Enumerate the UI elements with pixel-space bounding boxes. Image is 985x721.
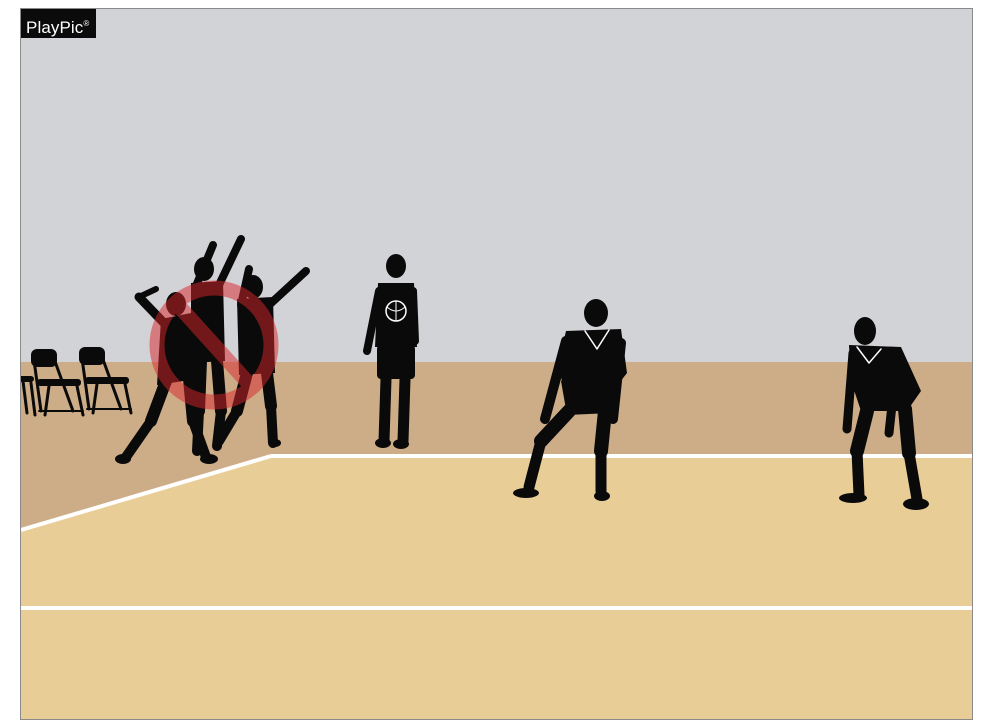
illustration-frame: PlayPic® (20, 8, 973, 720)
playpic-badge: PlayPic® (21, 9, 96, 38)
court-floor (21, 456, 973, 720)
court-scene (21, 9, 973, 720)
registered-mark: ® (83, 19, 89, 28)
badge-brand: PlayPic (26, 18, 83, 37)
